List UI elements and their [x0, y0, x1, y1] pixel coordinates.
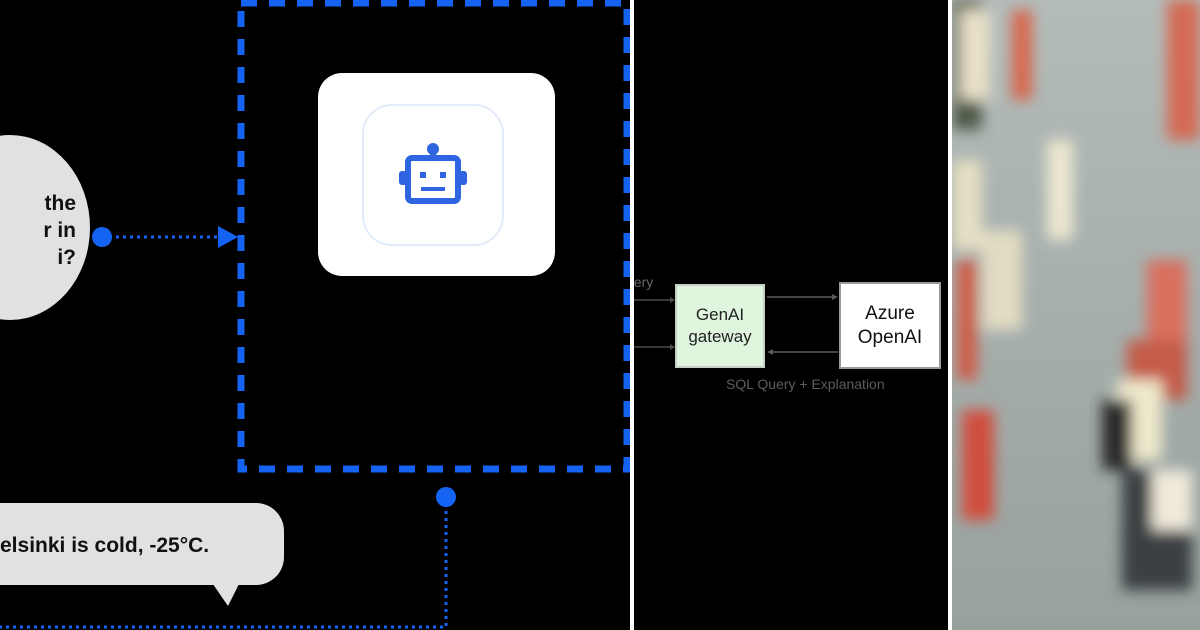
architecture-panel: uery GenAI gateway Azure OpenAI SQL Quer… — [634, 0, 948, 630]
chat-flow-panel: the r in i? elsinki is cold, -25°C. — [0, 0, 630, 630]
answer-bubble-tail — [206, 574, 244, 606]
flow-lines — [0, 0, 630, 629]
answer-bubble — [0, 503, 284, 585]
architecture-arrows — [634, 294, 838, 355]
robot-icon — [399, 143, 467, 204]
bot-boundary-dashed-box — [237, 0, 630, 473]
azure-openai-label: Azure OpenAI — [857, 302, 923, 348]
sticky-notes-photo — [952, 0, 1200, 630]
sticky-notes-image — [952, 0, 1200, 630]
connector-arrowhead — [218, 226, 238, 248]
question-text: the r in i? — [43, 192, 76, 269]
genai-gateway-box: GenAI gateway — [675, 284, 765, 368]
bot-card — [318, 73, 555, 276]
query-label: uery — [634, 274, 654, 290]
answer-text: elsinki is cold, -25°C. — [0, 534, 210, 557]
genai-gateway-label: GenAI gateway — [688, 305, 752, 346]
bot-icon-frame — [362, 104, 504, 246]
sql-query-explanation-label: SQL Query + Explanation — [726, 376, 885, 392]
azure-openai-box: Azure OpenAI — [839, 282, 941, 369]
answer-connector — [0, 497, 448, 629]
